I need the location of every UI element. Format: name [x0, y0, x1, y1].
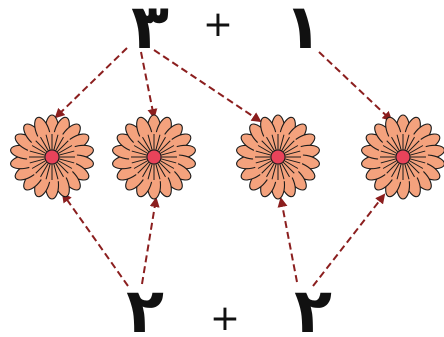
- flowers-group: [10, 115, 444, 199]
- arrow-bottom-right-to-flower-4: [313, 195, 384, 286]
- arrow-top-left-to-flower-3: [154, 50, 260, 121]
- flower-1: [10, 115, 95, 199]
- arrow-bottom-left-to-flower-2: [142, 199, 156, 284]
- arrow-top-right-to-flower-4: [319, 52, 391, 120]
- arrow-top-left-to-flower-1: [56, 48, 127, 117]
- bottom-right-number: ٢: [294, 274, 332, 337]
- bottom-plus-sign: +: [210, 298, 240, 337]
- top-left-number: ٣: [131, 0, 169, 63]
- top-plus-sign: +: [203, 4, 233, 45]
- arrow-bottom-right-to-flower-3: [281, 199, 297, 282]
- arrow-bottom-left-to-flower-1: [63, 194, 128, 286]
- bottom-left-number: ٢: [126, 274, 164, 337]
- flower-3: [236, 115, 321, 199]
- arrows-group: [56, 48, 391, 286]
- top-right-number: ١: [284, 0, 322, 63]
- flower-4: [361, 115, 444, 199]
- flower-2: [112, 115, 197, 199]
